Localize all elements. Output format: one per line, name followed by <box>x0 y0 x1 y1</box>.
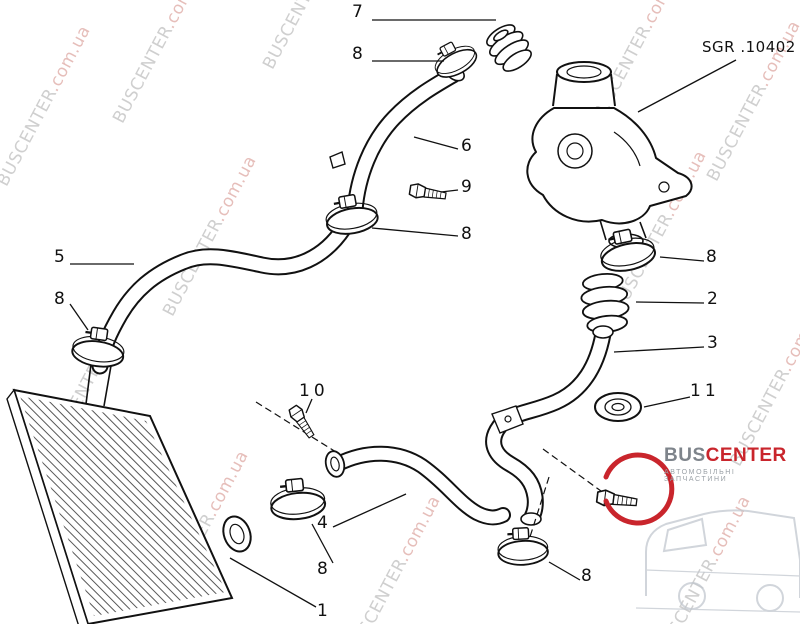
alignment-dashes <box>255 401 602 541</box>
bolt-10 <box>286 403 319 441</box>
part-label-9: 9 <box>461 177 476 197</box>
logo-tagline: АВТОМОБІЛЬНІ ЗАПЧАСТИНИ <box>664 469 736 483</box>
bolt-lower-right <box>595 488 639 511</box>
nut-11 <box>594 392 642 422</box>
sleeve-2 <box>580 272 630 334</box>
part-label-8b: 8 <box>461 224 476 244</box>
hose-6 <box>329 64 465 219</box>
leader-lines <box>69 19 737 608</box>
part-label-3: 3 <box>707 333 722 353</box>
part-label-10: 10 <box>299 381 329 401</box>
logo-emblem <box>603 452 675 526</box>
logo-brand: BUSCENTER <box>664 446 800 466</box>
hose-5 <box>91 216 356 375</box>
logo-text-center: CENTER <box>705 445 787 466</box>
clamp-8-mid <box>321 190 381 239</box>
part-label-5: 5 <box>54 247 69 267</box>
logo-text-bus: BUS <box>664 445 706 466</box>
clamp-8-right <box>595 223 659 277</box>
part-label-2: 2 <box>707 289 722 309</box>
part-label-6: 6 <box>461 136 476 156</box>
part-label-8d: 8 <box>706 247 721 267</box>
part-label-1: 1 <box>317 601 332 621</box>
part-label-4: 4 <box>317 513 332 533</box>
part-label-8e: 8 <box>317 559 332 579</box>
clamp-8-lower-right <box>495 525 550 568</box>
part-label-8c: 8 <box>54 289 69 309</box>
hose-3 <box>485 325 614 526</box>
part-label-11: 11 <box>690 381 720 401</box>
reference-code: SGR .10402 <box>702 38 796 56</box>
buscenter-logo: BUSCENTER АВТОМОБІЛЬНІ ЗАПЧАСТИНИ <box>664 446 800 484</box>
part-label-8f: 8 <box>581 566 596 586</box>
fitting-7 <box>486 24 532 72</box>
throttle-body <box>526 61 693 249</box>
part-label-8a: 8 <box>352 44 367 64</box>
van-sketch-watermark <box>635 509 800 613</box>
part-label-7: 7 <box>352 2 367 22</box>
intercooler <box>6 355 252 624</box>
hose-4 <box>324 445 511 526</box>
